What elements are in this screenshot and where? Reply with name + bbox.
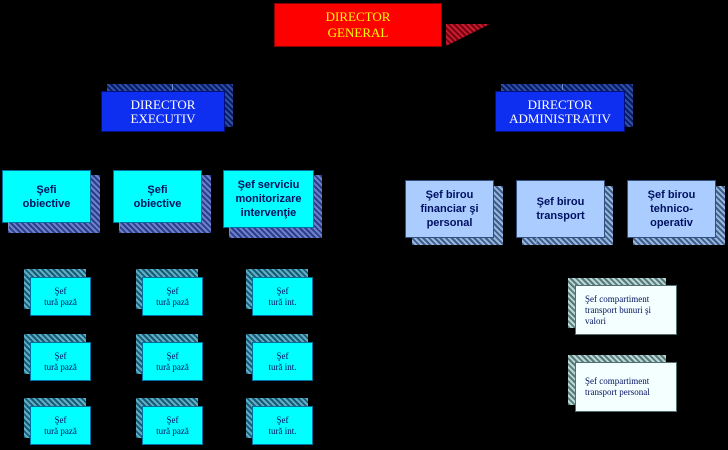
director-general-label: DIRECTOR GENERAL	[325, 9, 391, 40]
shift-c2-r1-label: Şef tură pază	[156, 285, 189, 307]
exec-child-2-label: Şefi obiective	[133, 183, 182, 210]
compartment-1-label: Şef compartiment transport bunuri şi val…	[585, 293, 651, 326]
shift-c1-r1-box: Şef tură pază	[30, 277, 91, 316]
connector-tick	[119, 222, 120, 228]
shift-c1-r2-box: Şef tură pază	[30, 342, 91, 381]
director-executiv-label: DIRECTOR EXECUTIV	[130, 96, 196, 126]
admin-child-1-label: Şef birou financiar şi personal	[420, 189, 479, 229]
shift-c2-r2-box: Şef tură pază	[142, 342, 203, 381]
shift-c1-r3-box: Şef tură pază	[30, 406, 91, 445]
exec-child-3-label: Şef serviciu monitorizare intervenţie	[235, 179, 302, 219]
shift-c3-r2-box: Şef tură int.	[252, 342, 313, 381]
admin-child-2-box: Şef birou transport	[516, 180, 605, 238]
shift-c2-r3-box: Şef tură pază	[142, 406, 203, 445]
director-administrativ-box: DIRECTOR ADMINISTRATIV	[495, 91, 625, 132]
shift-c3-r3-label: Şef tură int.	[268, 414, 297, 436]
admin-child-1-box: Şef birou financiar şi personal	[405, 180, 494, 238]
exec-child-1-box: Şefi obiective	[2, 170, 91, 223]
director-general-box: DIRECTOR GENERAL	[274, 3, 442, 47]
shift-c3-r3-box: Şef tură int.	[252, 406, 313, 445]
connector-tick	[562, 84, 563, 90]
shift-c3-r1-label: Şef tură int.	[268, 285, 297, 307]
admin-child-3-label: Şef birou tehnico- operativ	[647, 189, 696, 229]
connector-tick	[172, 84, 173, 90]
compartment-1-box: Şef compartiment transport bunuri şi val…	[575, 285, 677, 335]
shift-c2-r1-box: Şef tură pază	[142, 277, 203, 316]
shift-c3-r1-box: Şef tură int.	[252, 277, 313, 316]
shift-c2-r2-label: Şef tură pază	[156, 350, 189, 372]
compartment-2-box: Şef compartiment transport personal	[575, 362, 677, 412]
admin-child-2-label: Şef birou transport	[536, 196, 585, 222]
shift-c1-r3-label: Şef tură pază	[44, 414, 77, 436]
shift-c1-r2-label: Şef tură pază	[44, 350, 77, 372]
admin-child-3-box: Şef birou tehnico- operativ	[627, 180, 716, 238]
director-administrativ-label: DIRECTOR ADMINISTRATIV	[509, 96, 611, 126]
connector-tick	[8, 222, 9, 228]
exec-child-3-box: Şef serviciu monitorizare intervenţie	[223, 170, 314, 228]
shift-c1-r1-label: Şef tură pază	[44, 285, 77, 307]
connector-tick	[229, 227, 230, 233]
exec-child-2-box: Şefi obiective	[113, 170, 202, 223]
shift-c3-r2-label: Şef tură int.	[268, 350, 297, 372]
director-general-shadow	[446, 24, 490, 46]
compartment-2-label: Şef compartiment transport personal	[585, 376, 650, 397]
connector-tick	[536, 237, 537, 245]
director-executiv-box: DIRECTOR EXECUTIV	[101, 91, 225, 132]
shift-c2-r3-label: Şef tură pază	[156, 414, 189, 436]
exec-child-1-label: Şefi obiective	[22, 183, 71, 210]
